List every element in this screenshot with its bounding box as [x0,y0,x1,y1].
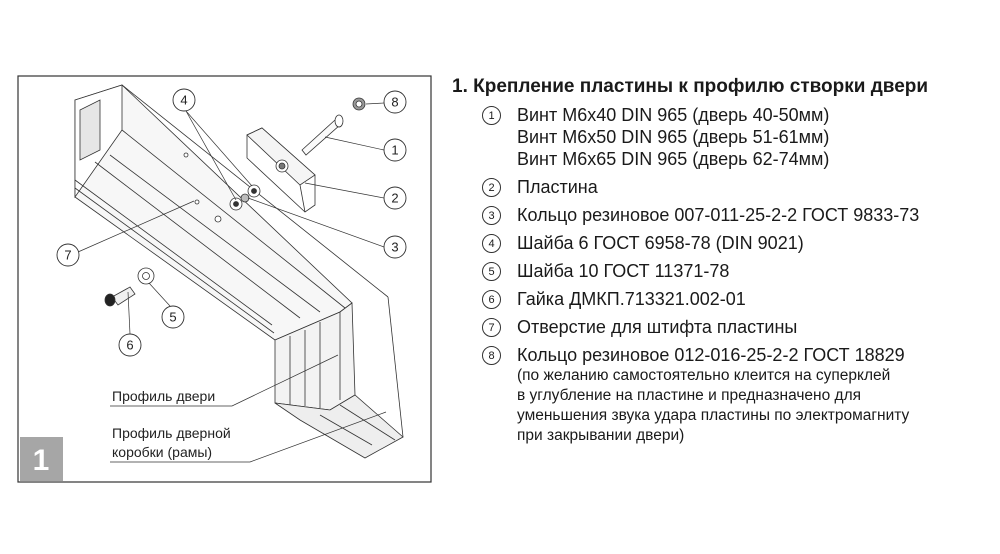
callout-2: 2 [383,186,407,210]
svg-text:1: 1 [391,143,398,158]
item-text: Шайба 10 ГОСТ 11371-78 [517,261,730,281]
item-number-circle: 7 [482,318,501,337]
callouts: 1 2 3 4 5 6 7 8 [56,88,407,357]
legend-item: 5 Шайба 10 ГОСТ 11371-78 [482,260,997,282]
item-text: Шайба 6 ГОСТ 6958-78 (DIN 9021) [517,233,804,253]
label-frame-profile-2: коробки (рамы) [112,444,212,460]
svg-text:4: 4 [180,93,187,108]
svg-text:6: 6 [126,338,133,353]
item-note: при закрывании двери) [517,427,685,444]
legend-title: 1. Крепление пластины к профилю створки … [452,76,929,97]
svg-text:3: 3 [391,240,398,255]
item-number-circle: 5 [482,262,501,281]
item-text: Пластина [517,177,598,197]
door-profile-drawing [74,84,404,459]
parts-drawing [104,97,366,307]
callout-7: 7 [56,243,80,267]
item-text: Кольцо резиновое 007-011-25-2-2 ГОСТ 983… [517,205,920,225]
svg-text:5: 5 [169,310,176,325]
legend-item: 2 Пластина [482,176,997,198]
svg-text:2: 2 [391,191,398,206]
legend-item: 6 Гайка ДМКП.713321.002-01 [482,288,997,310]
item-number-circle: 2 [482,178,501,197]
assembly-diagram: 1 2 3 4 5 6 7 8 Профиль двери Профиль дв… [17,75,432,483]
item-note: в углубление на пластине и предназначено… [517,387,862,404]
item-text: Винт М6х40 DIN 965 (дверь 40-50мм) [517,105,830,125]
callout-3: 3 [383,235,407,259]
callout-8: 8 [383,90,407,114]
legend-item: 4 Шайба 6 ГОСТ 6958-78 (DIN 9021) [482,232,997,254]
leader-lines [77,102,387,463]
callout-1: 1 [383,138,407,162]
item-number-circle: 4 [482,234,501,253]
item-text: Кольцо резиновое 012-016-25-2-2 ГОСТ 188… [517,345,905,365]
item-number-circle: 6 [482,290,501,309]
item-text: Винт М6х65 DIN 965 (дверь 62-74мм) [517,149,830,169]
legend-item: 7 Отверстие для штифта пластины [482,316,997,338]
nut-6 [111,286,136,306]
legend-item: 3 Кольцо резиновое 007-011-25-2-2 ГОСТ 98… [482,204,997,226]
callout-6: 6 [118,333,142,357]
callout-4: 4 [172,88,196,112]
parts-legend: 1. Крепление пластины к профилю створки … [452,76,997,452]
item-text: Винт М6х50 DIN 965 (дверь 51-61мм) [517,127,830,147]
legend-item: 8 Кольцо резиновое 012-016-25-2-2 ГОСТ 18… [482,344,997,446]
item-number-circle: 1 [482,106,501,125]
item-note: уменьшения звука удара пластины по элект… [517,407,910,424]
item-text: Гайка ДМКП.713321.002-01 [517,289,746,309]
callout-5: 5 [161,305,185,329]
label-door-profile: Профиль двери [112,388,215,404]
item-number-circle: 3 [482,206,501,225]
svg-text:8: 8 [391,95,398,110]
figure-badge [20,437,63,481]
figure-badge-number: 1 [33,444,50,477]
item-note: (по желанию самостоятельно клеится на су… [517,367,891,384]
label-frame-profile-1: Профиль дверной [112,425,231,441]
svg-text:7: 7 [64,248,71,263]
item-text: Отверстие для штифта пластины [517,317,798,337]
item-number-circle: 8 [482,346,501,365]
